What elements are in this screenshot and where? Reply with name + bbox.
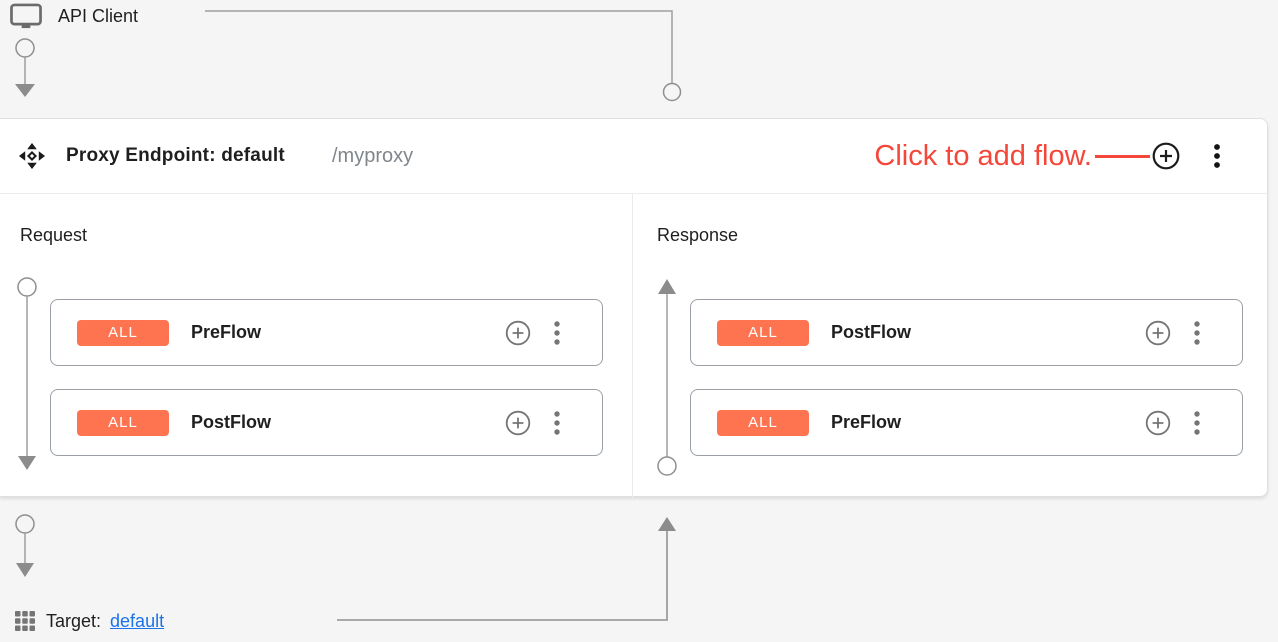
flow-card-request-postflow[interactable]: ALL PostFlow	[50, 389, 603, 456]
plus-circle-icon	[505, 320, 531, 345]
target-link[interactable]: default	[110, 611, 165, 631]
proxy-endpoint-title: Proxy Endpoint: default	[66, 145, 285, 166]
add-step-button[interactable]	[505, 410, 531, 436]
kebab-menu-icon	[1194, 320, 1200, 345]
kebab-menu-icon	[554, 320, 560, 345]
flow-menu-button[interactable]	[1192, 410, 1202, 436]
kebab-menu-icon	[554, 410, 560, 435]
plus-circle-icon	[1152, 142, 1180, 170]
condition-badge: ALL	[77, 319, 169, 346]
header-divider	[0, 193, 1267, 194]
target-label: Target:	[46, 611, 102, 631]
click-to-add-flow-label: Click to add flow.	[874, 139, 1092, 172]
proxy-endpoint-base-path: /myproxy	[332, 144, 414, 167]
condition-badge: ALL	[717, 409, 809, 436]
flow-menu-button[interactable]	[552, 410, 562, 436]
flow-name: PostFlow	[191, 412, 271, 432]
condition-badge: ALL	[717, 319, 809, 346]
add-flow-button[interactable]	[1152, 142, 1180, 170]
api-client-connector	[15, 10, 682, 102]
request-flow-connector	[17, 277, 37, 470]
monitor-icon	[10, 3, 42, 29]
response-flow-connector	[657, 279, 677, 476]
flow-card-response-postflow[interactable]: ALL PostFlow	[690, 299, 1243, 366]
proxy-endpoint-panel: Proxy Endpoint: default /myproxy Click t…	[0, 118, 1268, 498]
request-section-label: Request	[20, 225, 88, 245]
grid-icon	[15, 611, 35, 631]
condition-badge: ALL	[77, 409, 169, 436]
api-client-label: API Client	[58, 6, 139, 26]
plus-circle-icon	[505, 410, 531, 435]
flow-menu-button[interactable]	[552, 320, 562, 346]
kebab-menu-icon	[1214, 144, 1220, 168]
plus-circle-icon	[1145, 410, 1171, 435]
cta-pointer-line	[1095, 154, 1150, 158]
target-row: Target: default	[46, 608, 164, 634]
kebab-menu-icon	[1194, 410, 1200, 435]
flow-menu-button[interactable]	[1192, 320, 1202, 346]
add-step-button[interactable]	[1145, 410, 1171, 436]
add-step-button[interactable]	[505, 320, 531, 346]
move-icon	[19, 143, 45, 169]
plus-circle-icon	[1145, 320, 1171, 345]
response-section-label: Response	[657, 225, 739, 245]
endpoint-menu-button[interactable]	[1212, 143, 1222, 169]
request-response-divider	[632, 194, 633, 498]
flow-name: PreFlow	[831, 412, 902, 432]
flow-name: PreFlow	[191, 322, 262, 342]
add-step-button[interactable]	[1145, 320, 1171, 346]
target-connector	[15, 514, 676, 621]
flow-card-request-preflow[interactable]: ALL PreFlow	[50, 299, 603, 366]
proxy-endpoint-header: Proxy Endpoint: default /myproxy Click t…	[0, 119, 1267, 193]
flow-name: PostFlow	[831, 322, 911, 342]
flow-card-response-preflow[interactable]: ALL PreFlow	[690, 389, 1243, 456]
